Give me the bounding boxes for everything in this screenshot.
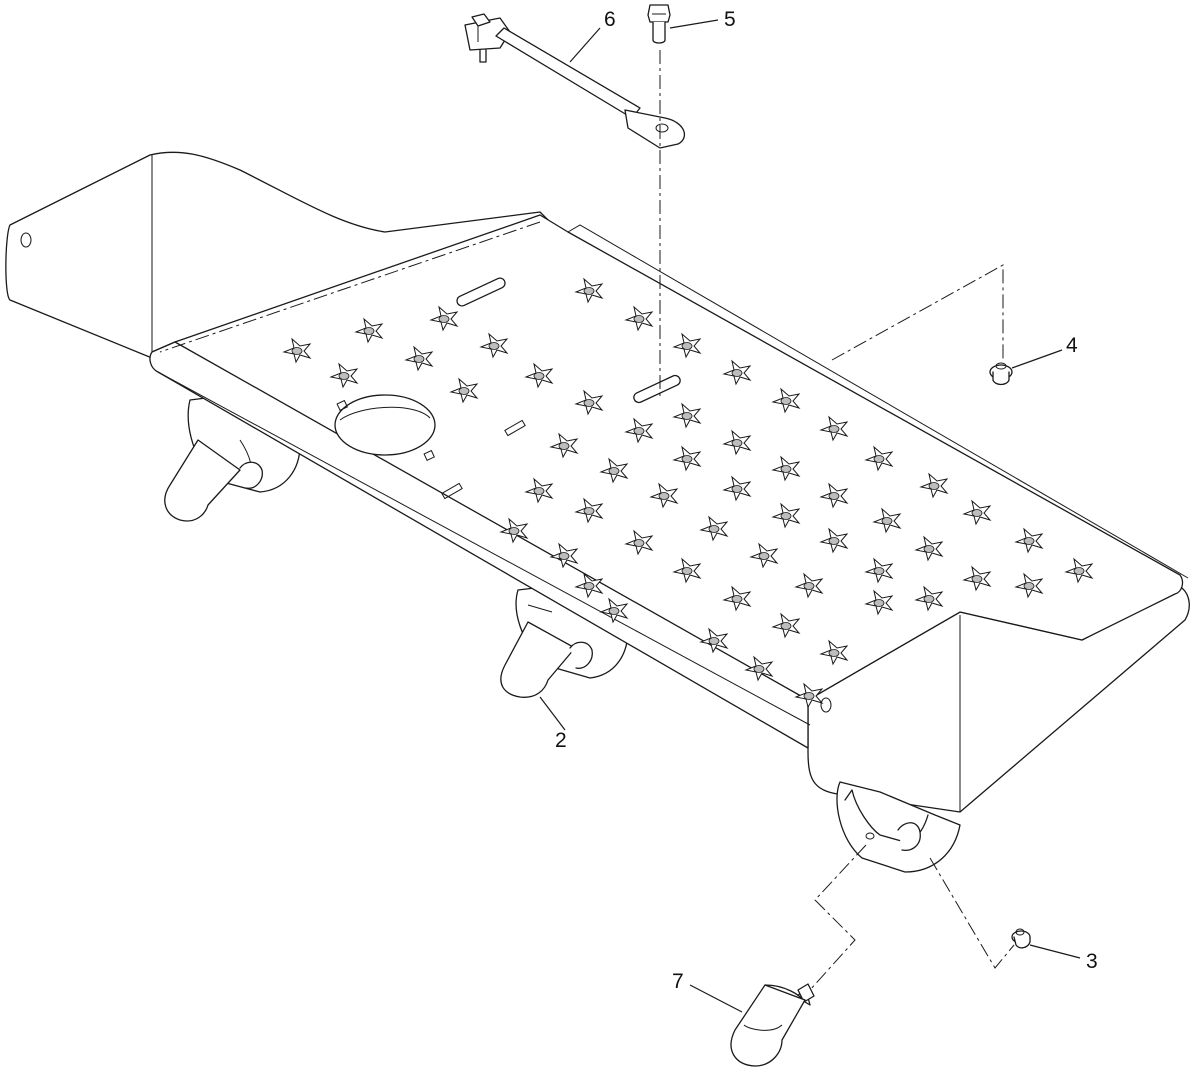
callout-leaders xyxy=(539,19,1081,1013)
traction-stud xyxy=(282,337,312,364)
traction-stud xyxy=(499,517,529,544)
traction-stud xyxy=(574,389,604,416)
traction-stud xyxy=(771,612,801,639)
traction-stud xyxy=(749,542,779,569)
traction-stud xyxy=(624,529,654,556)
traction-stud xyxy=(574,572,604,599)
traction-stud xyxy=(479,332,509,359)
traction-stud xyxy=(722,585,752,612)
traction-stud xyxy=(794,682,824,709)
traction-stud xyxy=(819,415,849,442)
traction-stud xyxy=(864,589,894,616)
traction-stud xyxy=(599,597,629,624)
traction-stud xyxy=(672,557,702,584)
traction-stud xyxy=(962,499,992,526)
traction-stud xyxy=(524,477,554,504)
traction-stud xyxy=(771,455,801,482)
traction-stud xyxy=(549,432,579,459)
bumper-cone-part-7 xyxy=(730,983,815,1067)
traction-stud xyxy=(914,535,944,562)
traction-stud xyxy=(864,445,894,472)
bumper-front-right xyxy=(836,781,961,873)
traction-stud xyxy=(672,445,702,472)
traction-stud xyxy=(624,417,654,444)
traction-stud xyxy=(599,457,629,484)
assembly-center-lines xyxy=(151,50,1015,991)
callout-7: 7 xyxy=(672,970,684,993)
traction-stud xyxy=(524,362,554,389)
callout-3: 3 xyxy=(1086,950,1098,973)
callout-5: 5 xyxy=(724,8,736,31)
traction-stud xyxy=(649,482,679,509)
traction-stud xyxy=(672,332,702,359)
traction-stud xyxy=(449,377,479,404)
traction-studs xyxy=(282,277,1094,709)
traction-stud xyxy=(819,639,849,666)
traction-stud xyxy=(672,402,702,429)
traction-stud xyxy=(771,387,801,414)
traction-stud xyxy=(354,317,384,344)
callout-6: 6 xyxy=(604,8,616,31)
traction-stud xyxy=(819,527,849,554)
traction-stud xyxy=(549,542,579,569)
traction-stud xyxy=(914,585,944,612)
flange-nut-part-4 xyxy=(989,362,1013,386)
traction-stud xyxy=(429,305,459,332)
traction-stud xyxy=(574,497,604,524)
traction-stud xyxy=(722,429,752,456)
traction-stud xyxy=(1064,557,1094,584)
traction-stud xyxy=(819,482,849,509)
traction-stud xyxy=(864,557,894,584)
callout-2: 2 xyxy=(555,729,567,752)
traction-stud xyxy=(722,475,752,502)
traction-stud xyxy=(744,655,774,682)
traction-stud xyxy=(722,359,752,386)
traction-stud xyxy=(699,627,729,654)
traction-stud xyxy=(404,345,434,372)
traction-stud xyxy=(574,277,604,304)
traction-stud xyxy=(962,565,992,592)
bolt-part-5 xyxy=(647,4,671,44)
callout-4: 4 xyxy=(1066,334,1078,357)
traction-stud xyxy=(872,507,902,534)
control-rod-part-6 xyxy=(464,13,686,149)
traction-stud xyxy=(794,572,824,599)
traction-stud xyxy=(919,472,949,499)
traction-stud xyxy=(1014,572,1044,599)
traction-stud xyxy=(699,515,729,542)
flange-nut-part-3 xyxy=(1011,928,1031,949)
traction-stud xyxy=(624,305,654,332)
traction-stud xyxy=(1014,527,1044,554)
traction-stud xyxy=(329,362,359,389)
traction-stud xyxy=(771,502,801,529)
